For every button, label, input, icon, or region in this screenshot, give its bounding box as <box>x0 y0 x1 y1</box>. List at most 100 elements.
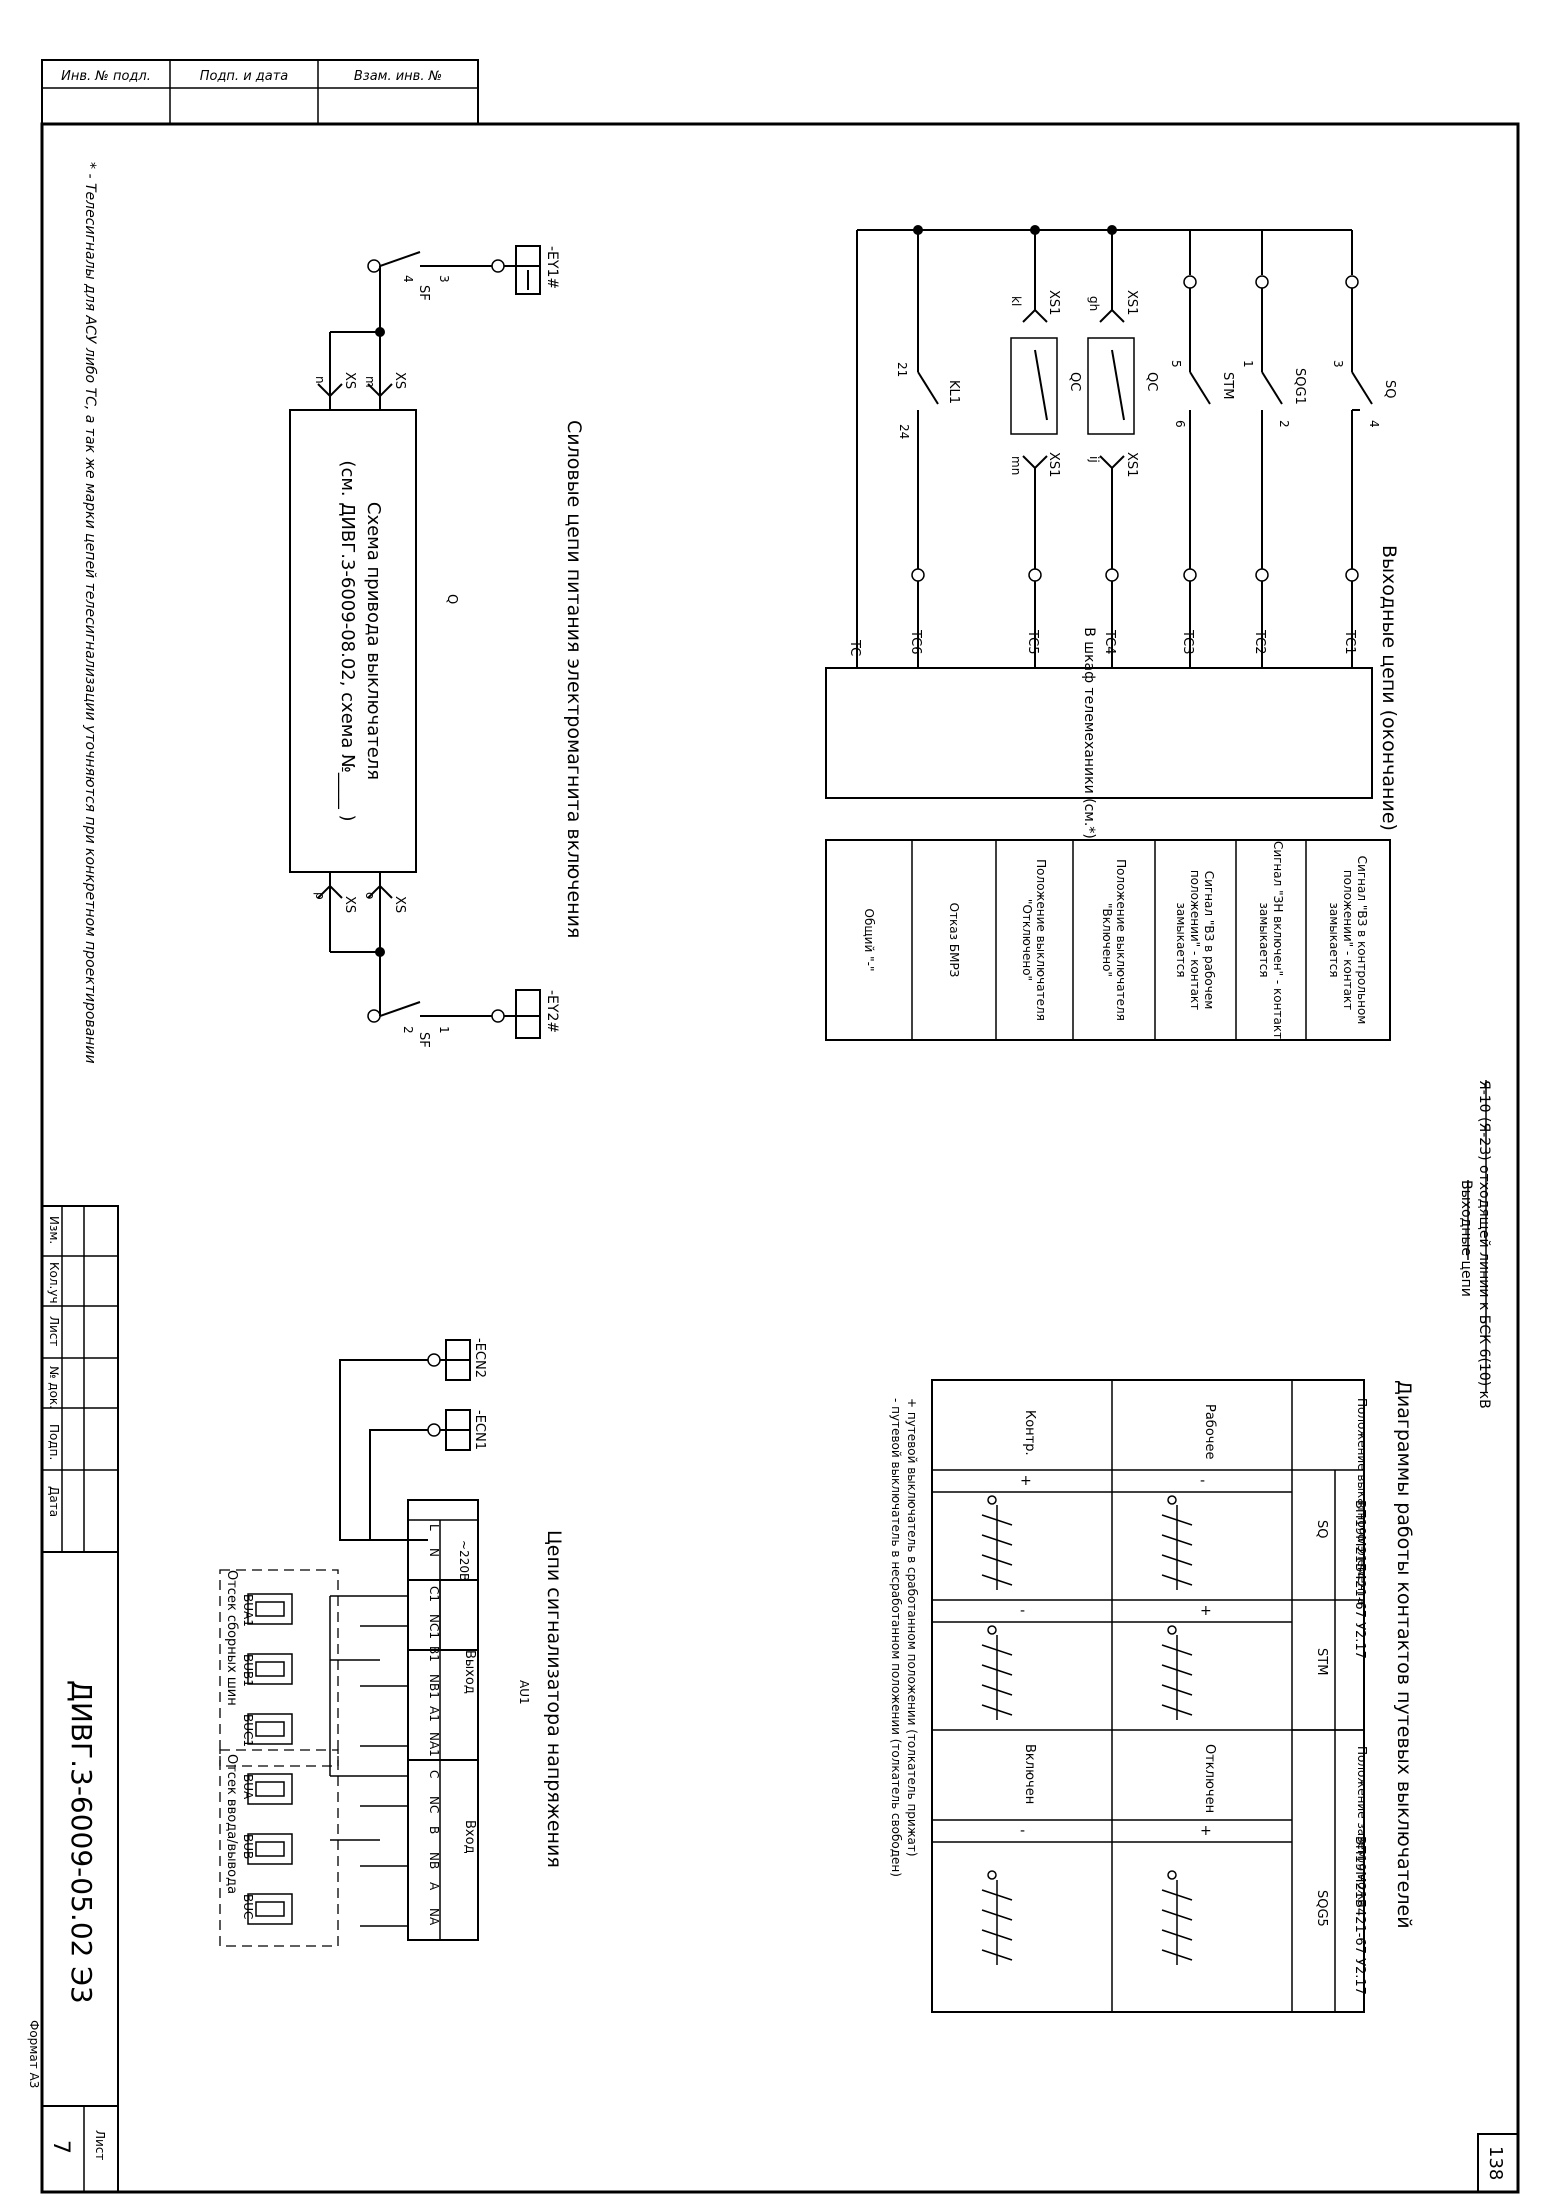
term-n: N <box>427 1548 441 1557</box>
in-term-b: B <box>427 1826 441 1834</box>
sheet-label: Лист <box>93 2130 107 2160</box>
stamp-col-replace: Взам. инв. № <box>354 69 442 84</box>
sensors: BUA1 BUB1 BUC1 BUA BUB BUC <box>241 1593 293 1925</box>
device-kl1: KL1 <box>946 380 961 404</box>
xs-label-o: XS <box>392 896 407 913</box>
changes-col-date: Дата <box>47 1486 61 1517</box>
telemechanics-box <box>825 667 1373 799</box>
changes-col-sign: Подп. <box>47 1424 61 1460</box>
page-total: 138 <box>1485 2146 1506 2180</box>
actuator-box-line1: Схема привода выключателя <box>363 502 384 780</box>
pin-4: 4 <box>1367 420 1381 428</box>
stamp-col-inv: Инв. № подл. <box>61 69 151 84</box>
top-stamp-border <box>41 59 479 124</box>
pin-kl: kl <box>1009 296 1023 306</box>
contact-symbols <box>981 1495 1193 1965</box>
sensor-bua: BUA <box>241 1774 255 1800</box>
stamp-col-sign: Подп. и дата <box>200 69 289 84</box>
fuse-ey1 <box>515 245 541 295</box>
terminal-strip <box>407 1499 479 1651</box>
sf-pin-1: 1 <box>437 1026 451 1034</box>
tc4-label: TC4 <box>1102 629 1117 655</box>
pin-2: 2 <box>1277 420 1291 428</box>
compartment-busbar <box>219 1569 339 1767</box>
pin-24: 24 <box>897 424 911 439</box>
out-term-na1: NA1 <box>427 1732 441 1757</box>
pin-o: o <box>363 892 377 899</box>
mark-sq-ctrl: + <box>1020 1473 1032 1489</box>
mark-sq-work: - <box>1200 1473 1205 1489</box>
sf-pin-4: 4 <box>401 275 415 283</box>
xs1-label-d: XS1 <box>1046 452 1061 477</box>
actuator-box <box>289 409 417 873</box>
format-label: Формат А3 <box>27 2020 41 2088</box>
out-term-nc1: NC1 <box>427 1614 441 1639</box>
contact-diagram-title: Диаграммы работы контактов путевых выклю… <box>1393 1380 1415 1929</box>
signal-row-2: Сигнал "ЗН включен" - контакт замыкается <box>1257 840 1285 1040</box>
signal-row-7: Общий "-" <box>862 908 876 972</box>
changes-table: Изм. Кол.уч Лист № док. Подп. Дата <box>41 1205 119 1553</box>
sf-switch-1 <box>379 251 421 267</box>
contact-diagram: Диаграммы работы контактов путевых выклю… <box>889 1379 1415 2013</box>
xs1-label-b: XS1 <box>1046 290 1061 315</box>
signal-circuit-title: Цепи сигнализатора напряжения <box>543 1530 565 1868</box>
compartment-feeder-label: Отсек ввода/вывода <box>224 1754 239 1894</box>
pos-header-a: Положение выкатного элемента <box>1355 1398 1369 1605</box>
sf-pin-2: 2 <box>401 1026 415 1034</box>
output-circuit: Выходные цепи (окончание) <box>825 225 1400 1041</box>
sheet-number: 7 <box>48 2140 73 2154</box>
sensor-buc: BUC <box>241 1894 255 1919</box>
tc6-label: TC6 <box>908 629 923 655</box>
sf-switch-2 <box>379 1001 421 1017</box>
changes-col-izm: Изм. <box>47 1216 61 1244</box>
sf-pin-3: 3 <box>437 275 451 283</box>
signal-row-3: Сигнал "ВЗ в рабочем положении" - контак… <box>1174 869 1217 1011</box>
xs-label-m: XS <box>392 372 407 389</box>
output-branches <box>911 230 1373 668</box>
signal-row-6: Отказ БМРЗ <box>947 902 961 978</box>
signal-row-5: Положение выключателя "Отключено" <box>1020 859 1049 1021</box>
mark-stm-ctrl: - <box>1020 1603 1025 1619</box>
pin-3: 3 <box>1331 360 1345 368</box>
sensor-buc1: BUC1 <box>241 1714 255 1747</box>
col-sq: SQ <box>1314 1520 1329 1538</box>
out-term-nb1: NB1 <box>427 1674 441 1699</box>
pin-p: p <box>313 892 327 900</box>
xs-label-p: XS <box>342 896 357 913</box>
compartment-feeder <box>219 1749 339 1947</box>
col-sqg5: SQG5 <box>1314 1890 1329 1927</box>
tc5-label: TC5 <box>1025 629 1040 655</box>
row-on: Включен <box>1022 1744 1037 1804</box>
fuse-ey1-label: -EY1# <box>544 246 560 289</box>
tc-common-label: TC <box>847 639 862 656</box>
pin-6: 6 <box>1173 420 1187 428</box>
out-terminals: C1 NC1 B1 NB1 A1 NA1 <box>427 1586 441 1757</box>
device-stm: STM <box>1220 372 1235 399</box>
device-qc-a: QC <box>1144 372 1159 391</box>
out-label: Выход <box>462 1650 477 1694</box>
sensor-bub1: BUB1 <box>241 1654 255 1687</box>
tc3-label: TC3 <box>1180 629 1195 655</box>
actuator-box-line2: (см. ДИВГ.3-6009-08.02, схема №____ ) <box>337 460 358 821</box>
fuse-ey2-label: -EY2# <box>544 990 560 1033</box>
note-plus: + путевой выключатель в сработанном поло… <box>905 1398 919 1857</box>
sf-label-1: SF <box>416 285 431 301</box>
signal-row-1: Сигнал "ВЗ в контрольном положении" - ко… <box>1327 855 1369 1025</box>
note-minus: - путевой выключатель в несработанном по… <box>889 1398 903 1877</box>
sensor-bub: BUB <box>241 1834 255 1859</box>
fuse-ecn1-label: -ECN1 <box>472 1410 487 1450</box>
out-term-c1: C1 <box>427 1586 441 1602</box>
device-col-b: ВП19М21Б421-67 У2.17 <box>1352 1836 1367 1995</box>
title-block-sub: Выходные цепи <box>1458 1180 1474 1297</box>
tc1-label: TC1 <box>1342 629 1357 655</box>
out-term-a1: A1 <box>427 1706 441 1722</box>
signal-table: Сигнал "ВЗ в контрольном положении" - ко… <box>825 839 1391 1041</box>
sf-label-2: SF <box>416 1032 431 1048</box>
fuse-ey2 <box>515 989 541 1039</box>
in-label: Вход <box>462 1820 477 1854</box>
actuator-box-tag: Q <box>444 594 459 604</box>
in-term-na: NA <box>427 1908 441 1926</box>
supply-label: ~220В <box>457 1540 471 1581</box>
in-term-c: C <box>427 1770 441 1778</box>
